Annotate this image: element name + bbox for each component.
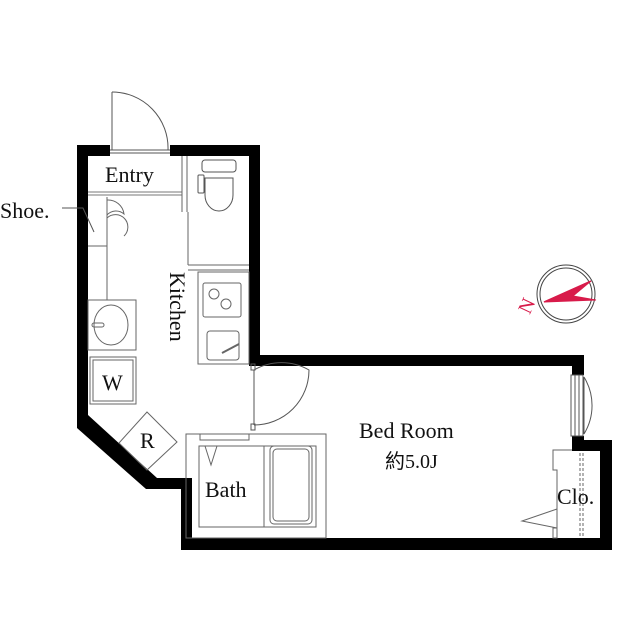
diagonal-wall (77, 415, 157, 489)
room-label-bedroom: Bed Room (359, 418, 454, 443)
room-label-washer: W (102, 370, 123, 395)
room-label-bath: Bath (205, 477, 247, 502)
wash-basin (87, 299, 137, 351)
toilet-room (181, 156, 249, 271)
bathroom (185, 433, 327, 539)
bedroom-area-label: 約5.0J (385, 451, 438, 473)
shoe-cabinet (88, 197, 129, 300)
room-label-closet: Clo. (557, 484, 595, 509)
fridge-space (118, 411, 178, 471)
closet (520, 449, 584, 539)
compass-icon (536, 264, 597, 324)
shoe-leader-line (62, 207, 95, 233)
toilet (197, 159, 237, 212)
room-label-fridge: R (140, 428, 155, 453)
entry-door (110, 91, 170, 154)
bedroom-door (250, 362, 310, 431)
room-label-entry: Entry (105, 162, 154, 187)
room-label-kitchen: Kitchen (165, 272, 190, 342)
exterior-walls (77, 145, 612, 550)
balcony-door (570, 374, 593, 437)
room-label-shoe: Shoe. (0, 198, 50, 223)
kitchen-counter (197, 271, 250, 365)
washer-space (89, 356, 137, 405)
